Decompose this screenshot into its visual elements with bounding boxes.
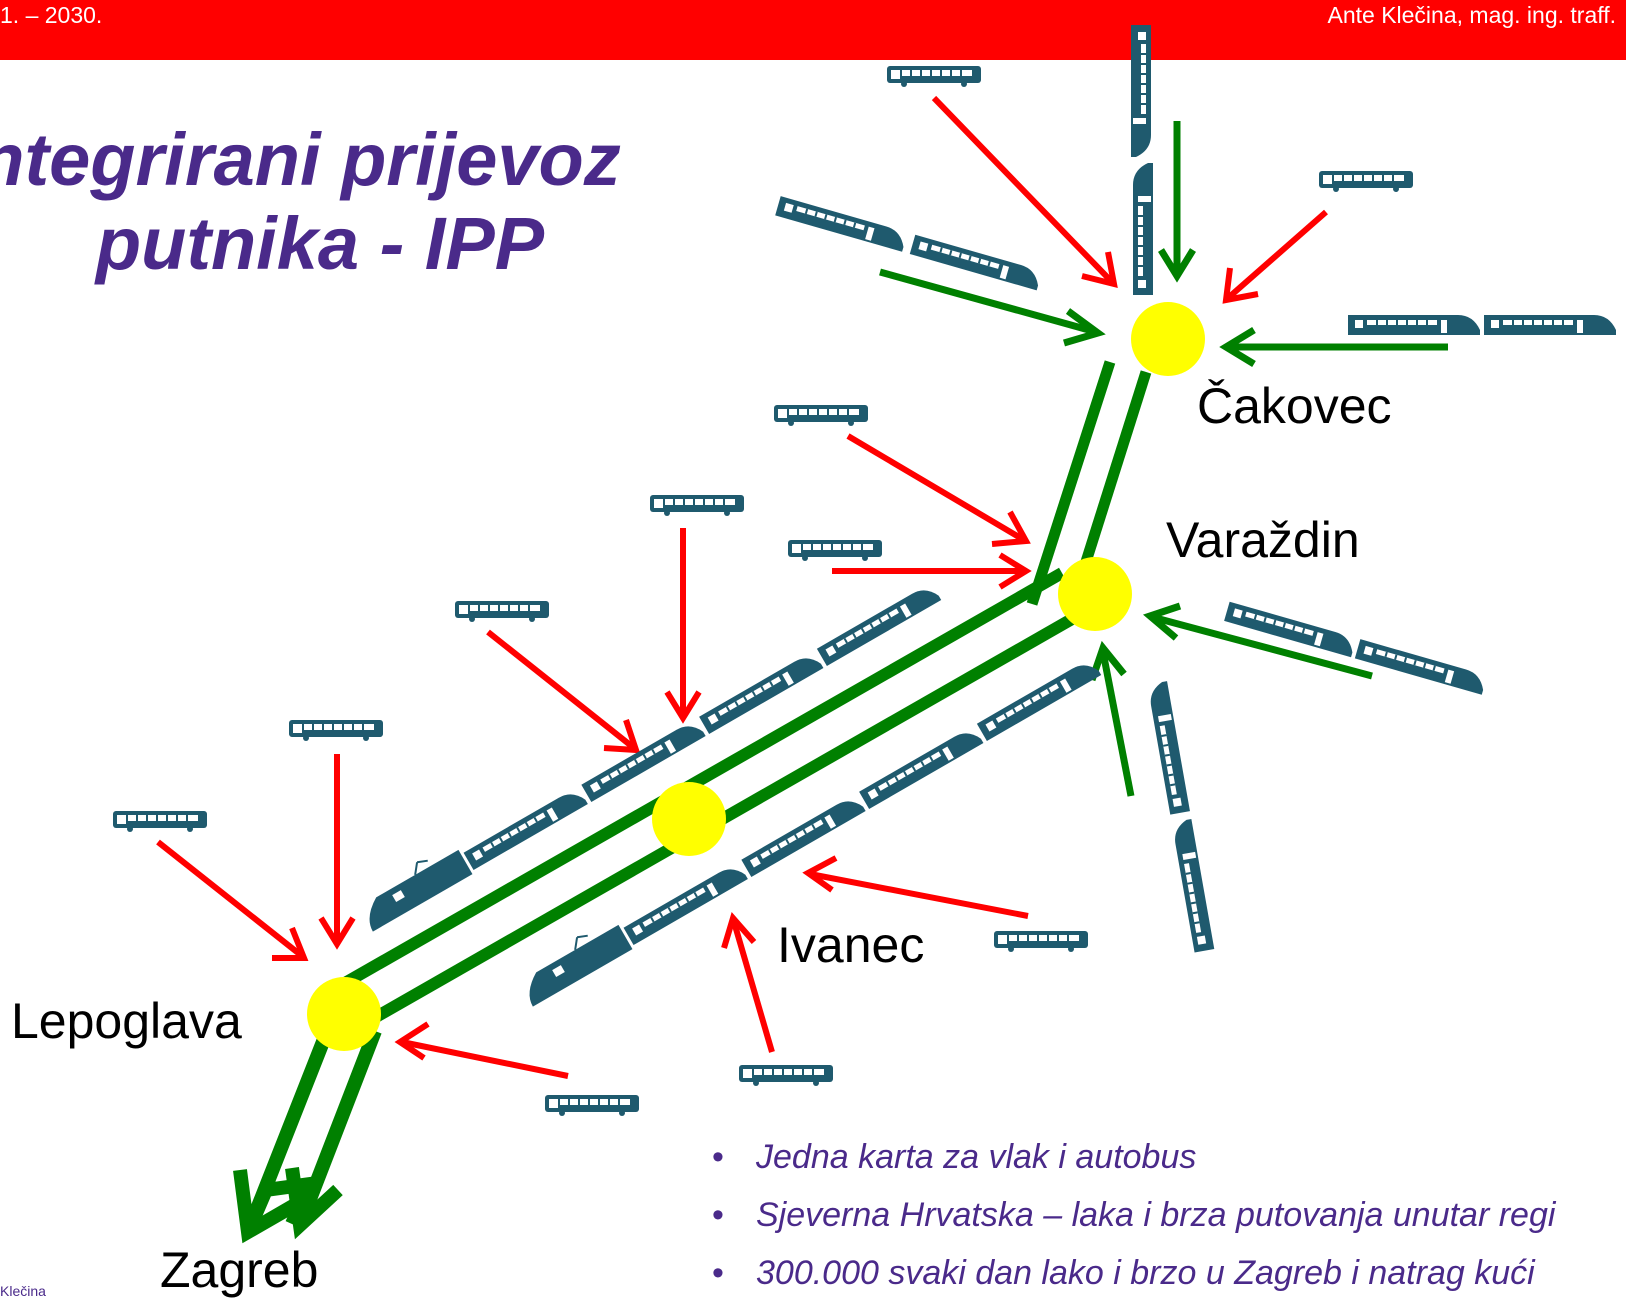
bus-icon: [112, 810, 208, 833]
bus-icon: [288, 719, 384, 742]
arrow-head-to-zagreb: [233, 1169, 304, 1244]
header-author-text: Ante Klečina, mag. ing. traff.: [1327, 2, 1616, 28]
bus-arrow: [731, 921, 775, 1053]
bullet-item: Jedna karta za vlak i autobus: [712, 1138, 1555, 1196]
train-icon: [1347, 314, 1617, 336]
bus-arrow-head: [802, 855, 838, 893]
bus-icon: [886, 65, 982, 88]
bus-arrow: [1226, 209, 1328, 301]
bus-arrow: [156, 839, 304, 959]
rail-line-to-zagreb: [293, 1028, 382, 1228]
train-arrow-head: [1142, 602, 1182, 641]
bus-arrow: [846, 433, 1026, 543]
train-arrow-head: [1158, 248, 1196, 283]
bus-arrow-head: [991, 510, 1031, 547]
bus-icon: [787, 539, 883, 562]
header-bar: 1. – 2030. Ante Klečina, mag. ing. traff…: [0, 0, 1626, 60]
bus-icon: [1318, 170, 1414, 193]
bus-icon: [993, 930, 1089, 953]
bus-arrow: [486, 629, 636, 751]
bus-arrow-head: [603, 719, 641, 754]
station-ivanec: [652, 782, 726, 856]
station-varazdin: [1058, 557, 1132, 631]
train-icon: [774, 195, 1044, 292]
train-arrow: [879, 268, 1097, 336]
bullet-item: Sjeverna Hrvatska – laka i brza putovanj…: [712, 1196, 1555, 1254]
station-cakovec: [1131, 302, 1205, 376]
train-icon: [1146, 680, 1216, 954]
bus-arrow-head: [998, 552, 1032, 590]
city-label-cakovec: Čakovec: [1197, 378, 1392, 434]
train-arrow-head: [1063, 308, 1106, 347]
city-label-varazdin: Varaždin: [1166, 512, 1360, 568]
city-label-zagreb: Zagreb: [160, 1242, 319, 1298]
train-arrow: [1151, 613, 1373, 680]
train-arrow: [1099, 651, 1135, 797]
bus-arrow: [401, 1039, 569, 1079]
bus-icon: [773, 404, 869, 427]
rail-line-cakovec-varazdin: [1026, 360, 1116, 606]
bus-icon: [454, 600, 550, 623]
title-line-2: putnika - IPP: [95, 202, 545, 285]
footer-author: Klečina: [0, 1283, 46, 1299]
bus-icon: [649, 494, 745, 517]
train-icon: [352, 581, 943, 933]
bus-arrow: [931, 95, 1115, 285]
bus-arrow-head: [394, 1021, 430, 1061]
bus-arrow-head: [318, 916, 356, 950]
rail-line-varazdin-lepoglava: [335, 567, 1065, 993]
station-lepoglava: [307, 977, 381, 1051]
bus-arrow-head: [664, 690, 702, 724]
train-arrow-head: [1219, 327, 1256, 367]
train-icon: [1130, 24, 1154, 296]
city-label-ivanec: Ivanec: [777, 917, 925, 973]
arrow-head-to-zagreb: [285, 1167, 343, 1240]
bus-icon: [738, 1064, 834, 1087]
bullet-list: Jedna karta za vlak i autobus Sjeverna H…: [712, 1138, 1555, 1312]
bus-arrow-head: [721, 911, 757, 949]
bus-arrow-head: [1081, 251, 1118, 289]
bus-arrow-head: [272, 926, 309, 961]
bus-arrow: [809, 871, 1029, 919]
bullet-item: 300.000 svaki dan lako i brzo u Zagreb i…: [712, 1254, 1555, 1312]
bus-arrow-head: [1222, 267, 1259, 304]
city-label-lepoglava: Lepoglava: [11, 993, 242, 1049]
header-left-text: 1. – 2030.: [0, 2, 103, 28]
bus-icon: [544, 1094, 640, 1117]
slide-title: ntegrirani prijevoz putnika - IPP: [0, 118, 640, 286]
title-line-1: ntegrirani prijevoz: [0, 118, 621, 201]
